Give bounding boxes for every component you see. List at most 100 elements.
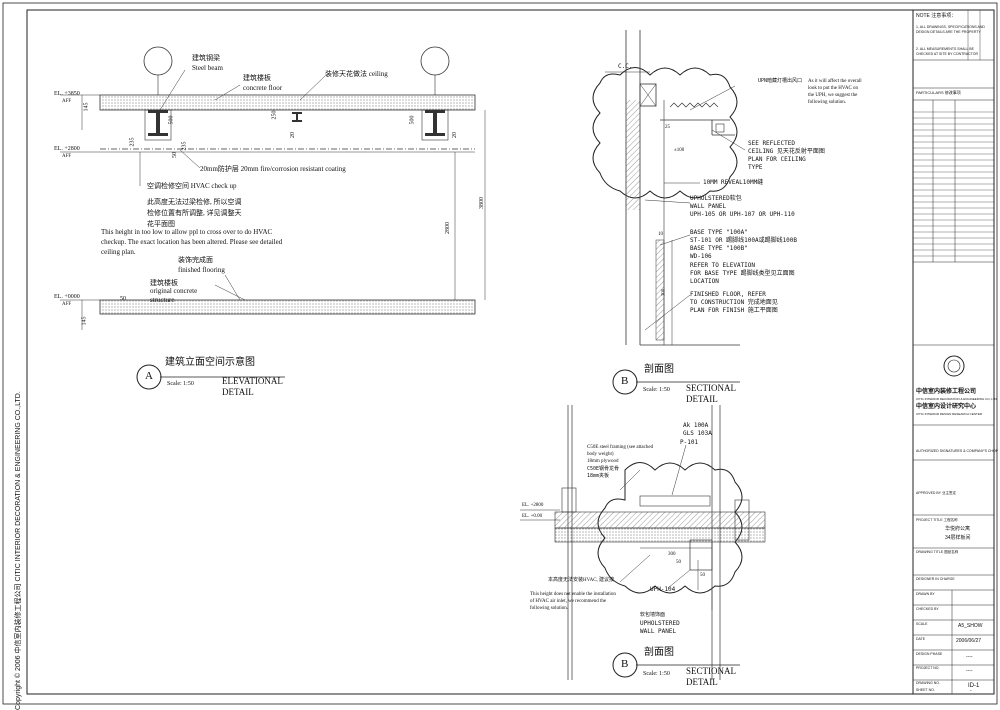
b2-uph-2: UPHOLSTERED xyxy=(640,620,680,627)
detail-b1-scale: Scale: 1:50 xyxy=(643,387,670,393)
scale-label: SCALE xyxy=(916,622,928,626)
concrete-floor-cn: 建筑楼板 xyxy=(243,74,271,82)
b2-steel-4: C50E钢骨龙骨 xyxy=(587,466,620,472)
title-block xyxy=(913,10,994,694)
dim-a-20b: 20 xyxy=(452,132,458,138)
notes-line-3: 2. ALL MEASUREMENTS SHALL BE xyxy=(916,47,974,51)
b1-dim-25: 25 xyxy=(665,125,670,130)
b1-uph-2: WALL PANEL xyxy=(690,203,727,210)
drawing-no-value: ID-1 xyxy=(968,683,980,689)
dim-a-235b: 235 xyxy=(181,141,188,151)
dim-a-2800: 2800 xyxy=(445,222,451,234)
b1-dim-10: 10 xyxy=(658,232,663,237)
note-cn-3: 花平面图 xyxy=(147,220,175,228)
b1-see-refl-2: CEILING 见天花反射平面图 xyxy=(748,148,825,155)
notes-line-2: DESIGN DETAILS ARE THE PROPERTY xyxy=(916,30,981,34)
project-no-value: ---- xyxy=(966,668,973,674)
dim-a-50b: 50 xyxy=(120,296,126,302)
b1-hvac-en-2: look to put the HVAC on xyxy=(808,86,859,91)
b2-uph-tag: UPH-104 xyxy=(650,586,676,593)
level-a-2-aff: AFF xyxy=(62,154,72,159)
steel-beam-en: Steel beam xyxy=(192,64,223,72)
b1-upn-note: UPN暗藏灯槽出风口 xyxy=(758,78,803,84)
b2-steel-1: C50E steel framing (see attached xyxy=(587,445,654,450)
b2-hvac-cn: 本高度无法安装HVAC, 建议按 xyxy=(548,578,615,583)
b1-base-4: WD-106 xyxy=(690,253,712,260)
drawing-title-label: DRAWING TITLE 图纸名称 xyxy=(916,550,959,554)
coating-label: 20mm防护层 20mm fire/corrosion resistant co… xyxy=(200,165,346,173)
scale-value: A5_SHOW xyxy=(958,623,983,629)
b1-hvac-en-4: following solution. xyxy=(808,100,847,105)
b1-base-2: ST-101 OR 踢脚线100A或踢脚线100B xyxy=(690,237,798,244)
level-a-3: EL. +0000 xyxy=(54,294,80,300)
b1-floor-3: PLAN FOR FINISH 施工平面图 xyxy=(690,307,778,314)
revision-header: PARTICULARS 修改事项 xyxy=(916,90,961,95)
revision-grid xyxy=(913,111,994,257)
b1-uph-3: UPH-105 OR UPH-107 OR UPH-110 xyxy=(690,211,795,218)
note-cn-1: 此高度无法过梁检修, 所以空调 xyxy=(147,198,242,206)
date-label: DATE xyxy=(916,637,926,641)
b1-dim-100: ±100 xyxy=(674,148,685,153)
b2-base-b: GLS 103A xyxy=(683,430,712,437)
b2-pd: P-101 xyxy=(680,439,699,446)
b2-steel-3: 18mm plywood xyxy=(587,459,619,464)
original-en-2: structure xyxy=(150,296,175,304)
detail-a-elevation xyxy=(60,46,486,390)
b2-dim-300: 300 xyxy=(668,552,676,557)
detail-b2-scale: Scale: 1:50 xyxy=(643,671,670,677)
detail-a-scale: Scale: 1:50 xyxy=(167,381,194,387)
b1-base-7: LOCATION xyxy=(690,278,719,285)
finished-cn: 装饰完成面 xyxy=(178,256,213,264)
b1-see-refl-1: SEE REFLECTED xyxy=(748,140,795,147)
b2-level-2: EL. +0.00 xyxy=(522,514,543,519)
detail-b2-title-en-1: SECTIONAL xyxy=(686,666,736,676)
b1-floor-2: TO CONSTRUCTION 完成地面见 xyxy=(690,299,778,306)
b1-see-refl-4: TYPE xyxy=(748,164,763,171)
detail-b1-title-en-2: DETAIL xyxy=(686,394,718,404)
project-title-label: PROJECT TITLE 工程名称 xyxy=(916,518,958,522)
b2-level-1: EL. +2800 xyxy=(522,503,544,508)
detail-b1-title-en-1: SECTIONAL xyxy=(686,383,736,393)
company-name-en: CITIC INTERIOR DECORATION & ENGINEERING … xyxy=(916,397,998,401)
b1-floor-1: FINISHED FLOOR, REFER xyxy=(690,291,766,298)
b2-uph-3: WALL PANEL xyxy=(640,628,677,635)
b1-hvac-en-1: As it will affect the overall xyxy=(808,79,862,84)
detail-a-title-en-2: DETAIL xyxy=(222,387,254,397)
project-title: 华悦府公寓 xyxy=(945,526,971,532)
detail-b1-title-cn: 剖面图 xyxy=(644,364,674,375)
original-cn: 建筑楼板 xyxy=(150,279,178,287)
drawing-no-label: DRAWING NO. xyxy=(916,681,940,685)
stage-label: DESIGN PHASE xyxy=(916,652,943,656)
designer-label: DESIGNER IN CHARGE xyxy=(916,577,955,581)
b2-hvac-en-3: following solution. xyxy=(530,606,569,611)
dim-a-250: 250 xyxy=(271,110,278,120)
dim-a-145-top: 145 xyxy=(83,102,90,112)
note-en-3: ceiling plan. xyxy=(101,248,136,256)
project-sub: 34层样板间 xyxy=(945,535,971,541)
detail-b2-section xyxy=(520,405,766,680)
b1-base-3: BASE TYPE "100B" xyxy=(690,245,748,252)
detail-b2-title-cn: 剖面图 xyxy=(644,647,674,658)
b1-base-5: REFER TO ELEVATION xyxy=(690,262,756,269)
company-name-cn: 中信室内装修工程公司 xyxy=(916,389,977,395)
b2-dim-50b: 50 xyxy=(676,560,681,565)
b2-dim-50: 50 xyxy=(700,573,705,578)
drawn-label: DRAWN BY xyxy=(916,592,935,596)
design-center-en: CITIC INTERIOR DESIGN RESEARCH CENTER xyxy=(916,412,983,416)
b1-base-1: BASE TYPE "100A" xyxy=(690,229,748,236)
concrete-floor-en: concrete floor xyxy=(243,84,283,92)
dim-a-500: 500 xyxy=(168,115,175,125)
dim-a-50: 50 xyxy=(172,152,178,158)
date-value: 2006/06/27 xyxy=(956,638,982,644)
authorized-label: AUTHORIZED SIGNATURES & COMPANY'S CHOP xyxy=(916,449,999,453)
b2-uph-1: 软包墙饰面 xyxy=(640,612,666,618)
detail-b2-letter: B xyxy=(621,658,629,670)
detail-b1-letter: B xyxy=(621,375,629,387)
b1-dim-300: 300 xyxy=(661,288,667,297)
dim-a-235: 235 xyxy=(129,137,136,147)
b1-reveal: 10MM REVEAL10MM缝 xyxy=(703,179,764,186)
b1-base-6: FOR BASE TYPE 踢脚线类型见立面图 xyxy=(690,270,795,277)
level-a-1-aff: AFF xyxy=(62,99,72,104)
